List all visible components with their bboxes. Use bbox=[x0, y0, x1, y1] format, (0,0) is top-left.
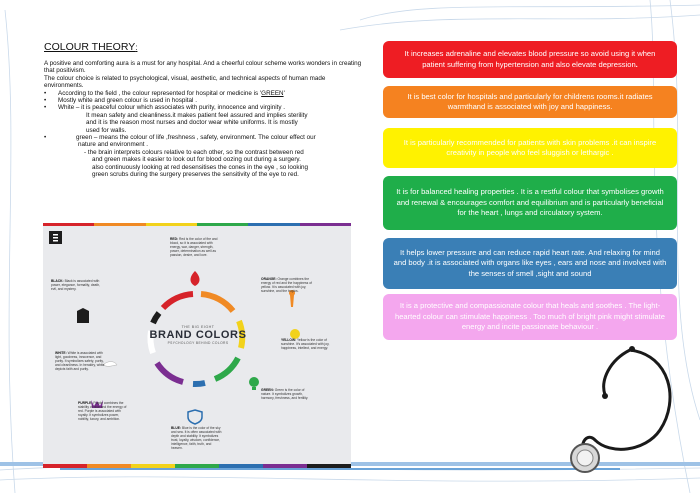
logo-icon bbox=[49, 231, 62, 244]
paragraph: The colour choice is related to psycholo… bbox=[44, 74, 326, 90]
sub-item: green scrubs during the surgery preserve… bbox=[92, 171, 299, 179]
orange-description: ORANGE: Orange combines the energy of re… bbox=[261, 277, 312, 293]
arc-white bbox=[147, 330, 156, 354]
list-item: •According to the field , the colour rep… bbox=[44, 89, 285, 97]
sub-item: also continuously looking at red desensi… bbox=[92, 163, 308, 171]
list-item: •White – it is peaceful colour which ass… bbox=[44, 104, 286, 112]
yellow-description: YELLOW: Yellow is the color of sunshine.… bbox=[281, 338, 330, 350]
green-color-box: It is for balanced healing properties . … bbox=[383, 176, 677, 230]
lightbulb-icon bbox=[249, 377, 259, 390]
sub-item: - the brain interprets colours relative … bbox=[84, 148, 304, 156]
body-text: A positive and comforting aura is a must… bbox=[44, 60, 364, 179]
shield-icon bbox=[187, 409, 203, 425]
color-wheel bbox=[77, 271, 300, 425]
arc-yellow bbox=[236, 319, 246, 349]
red-description: RED: Red is the color of fire and blood,… bbox=[170, 237, 218, 257]
yellow-color-box: It is particularly recommended for patie… bbox=[383, 128, 677, 168]
red-color-box: It increases adrenaline and elevates blo… bbox=[383, 41, 677, 78]
blue-description: BLUE: Blue is the color of the sky and s… bbox=[171, 426, 222, 450]
sub-item: and green makes it easier to look out fo… bbox=[92, 156, 301, 164]
arc-purple bbox=[154, 361, 184, 385]
brand-colors-infographic: THE BIG EIGHT BRAND COLORS PSYCHOLOGY BE… bbox=[43, 223, 351, 468]
stethoscope-icon bbox=[570, 346, 672, 473]
list-item: •Mostly white and green colour is used i… bbox=[44, 97, 197, 105]
arc-green bbox=[213, 356, 241, 382]
list-item-continued: and it is the reason most nurses and doc… bbox=[86, 119, 298, 127]
crown-icon bbox=[91, 400, 103, 408]
color-strip bbox=[43, 464, 351, 468]
list-item-continued: nature and environment . bbox=[78, 141, 149, 149]
arc-orange bbox=[200, 291, 236, 313]
blue-color-box: It helps lower pressure and can reduce r… bbox=[383, 238, 677, 289]
jacket-icon bbox=[77, 308, 89, 323]
dove-icon bbox=[102, 361, 118, 367]
arc-red bbox=[160, 291, 194, 311]
page-title: COLOUR THEORY: bbox=[44, 41, 138, 53]
orange-color-box: It is best color for hospitals and parti… bbox=[383, 86, 677, 118]
arc-black bbox=[150, 311, 162, 325]
black-description: BLACK: Black is associated with power, e… bbox=[51, 279, 101, 291]
infographic-center-title: THE BIG EIGHT BRAND COLORS PSYCHOLOGY BE… bbox=[149, 325, 247, 345]
white-description: WHITE: White is associated with light, g… bbox=[55, 351, 105, 371]
green-description: GREEN: Green is the color of nature. It … bbox=[261, 388, 309, 400]
flame-icon bbox=[190, 271, 200, 286]
arc-blue bbox=[192, 380, 206, 388]
purple-description: PURPLE: Purple combines the stability of… bbox=[78, 401, 127, 421]
list-item-continued: It mean safety and cleanliness.it makes … bbox=[86, 111, 308, 119]
list-item: •green – means the colour of life ,fresh… bbox=[44, 134, 316, 142]
paragraph: A positive and comforting aura is a must… bbox=[44, 60, 362, 75]
pink-color-box: It is a protective and compassionate col… bbox=[383, 294, 677, 340]
list-item-continued: used for walls. bbox=[86, 126, 127, 134]
sun-icon bbox=[290, 329, 300, 339]
color-strip bbox=[43, 223, 351, 226]
torch-icon bbox=[289, 290, 295, 307]
